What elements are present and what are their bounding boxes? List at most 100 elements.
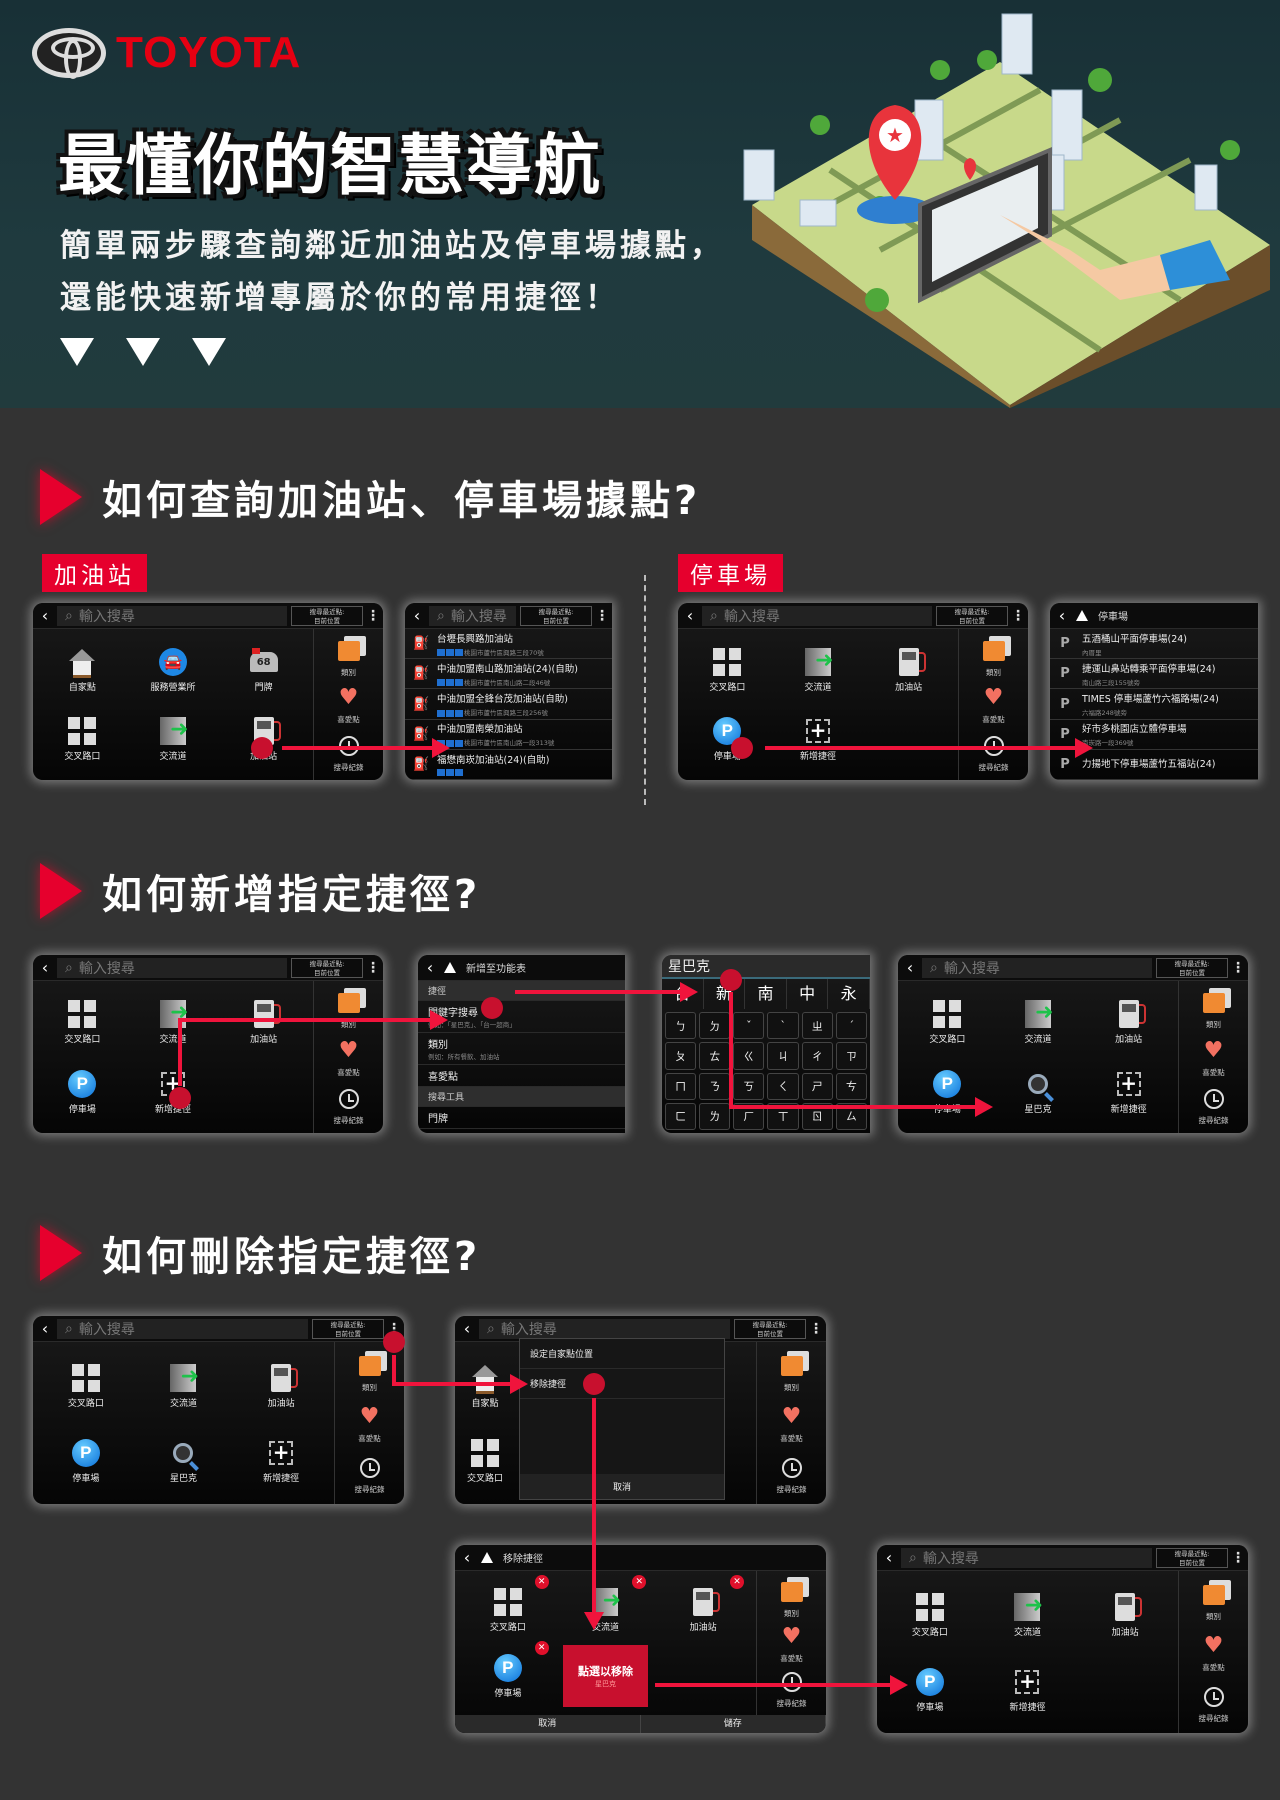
keyboard-key[interactable]: ㄋ <box>699 1072 731 1100</box>
keyboard-key[interactable]: ㄐ <box>767 1042 799 1070</box>
side-item-history[interactable]: 搜尋紀錄 <box>777 1453 807 1495</box>
shortcut-cross[interactable]: ✕交叉路口 <box>459 1575 557 1643</box>
remove-badge-icon[interactable]: ✕ <box>632 1575 647 1589</box>
keyboard-key[interactable]: ㄓ <box>801 1012 833 1040</box>
keyboard-key[interactable]: ㄊ <box>699 1042 731 1070</box>
keyboard-key[interactable]: ㄙ <box>835 1102 867 1130</box>
side-item-category[interactable]: 類別 <box>777 1351 807 1393</box>
shortcut-gas[interactable]: 加油站 <box>863 635 954 705</box>
search-near-button[interactable]: 搜尋最近點:目前位置 <box>734 1318 806 1339</box>
result-item[interactable]: ⛽台壢長興路加油站桃園市蘆竹區興路三段70號 <box>405 629 612 660</box>
search-near-button[interactable]: 搜尋最近點:目前位置 <box>291 605 363 626</box>
shortcut-cross[interactable]: 交叉路口 <box>881 1577 979 1652</box>
side-item-favorites[interactable]: ♥喜愛點 <box>979 683 1009 725</box>
back-button[interactable]: ‹ <box>41 1319 49 1338</box>
keyboard-key[interactable]: ㄌ <box>699 1102 731 1130</box>
search-input[interactable]: ⌕輸入搜尋 <box>429 605 516 626</box>
side-item-history[interactable]: 搜尋紀錄 <box>777 1667 807 1709</box>
shortcut-search[interactable]: 星巴克 <box>993 1057 1084 1127</box>
dialog-option[interactable]: 設定自家點位置 <box>520 1339 724 1369</box>
back-button[interactable]: ‹ <box>426 958 434 977</box>
shortcut-gas[interactable]: 加油站 <box>232 1348 330 1423</box>
shortcut-gas[interactable]: 加油站 <box>1076 1577 1174 1652</box>
shortcut-interchange[interactable]: 交流道 <box>993 987 1084 1057</box>
more-menu-button[interactable]: ⋮ <box>809 1320 823 1337</box>
keyboard-key[interactable]: ㄘ <box>835 1072 867 1100</box>
candidate-char[interactable]: 南 <box>745 979 787 1009</box>
side-item-favorites[interactable]: ♥喜愛點 <box>1199 1036 1229 1078</box>
candidate-char[interactable]: 新 <box>704 979 746 1009</box>
shortcut-cross[interactable]: 交叉路口 <box>682 635 773 705</box>
candidate-char[interactable]: 中 <box>787 979 829 1009</box>
shortcut-plus[interactable]: +新增捷徑 <box>128 1057 219 1127</box>
shortcut-gas[interactable]: 加油站 <box>218 987 309 1057</box>
shortcut-plus[interactable]: +新增捷徑 <box>773 705 864 775</box>
shortcut-cross[interactable]: 交叉路口 <box>37 705 128 775</box>
keyboard-key[interactable]: ㄎ <box>733 1072 765 1100</box>
remove-badge-icon[interactable]: ✕ <box>729 1575 744 1589</box>
side-item-category[interactable]: 類別 <box>355 1351 385 1393</box>
keyword-input[interactable]: 星巴克 <box>662 955 870 979</box>
side-item-category[interactable]: 類別 <box>979 636 1009 678</box>
shortcut-interchange[interactable]: 交流道 <box>135 1348 233 1423</box>
keyboard-key[interactable]: ㄉ <box>699 1012 731 1040</box>
more-menu-button[interactable]: ⋮ <box>595 607 609 624</box>
shortcut-plus[interactable]: +新增捷徑 <box>1083 1057 1174 1127</box>
more-menu-button[interactable]: ⋮ <box>1011 607 1025 624</box>
back-button[interactable]: ‹ <box>463 1548 471 1567</box>
shortcut-cross[interactable]: 交叉路口 <box>37 1348 135 1423</box>
more-menu-button[interactable]: ⋮ <box>387 1320 401 1337</box>
search-input[interactable]: ⌕輸入搜尋 <box>901 1547 1152 1568</box>
keyboard-key[interactable]: ㄇ <box>665 1072 697 1100</box>
shortcut-cross[interactable]: 交叉路口 <box>37 987 128 1057</box>
shortcut-interchange[interactable]: 交流道 <box>128 987 219 1057</box>
more-menu-button[interactable]: ⋮ <box>366 959 380 976</box>
keyboard-key[interactable]: ㄏ <box>733 1102 765 1130</box>
shortcut-plus[interactable]: +新增捷徑 <box>979 1652 1077 1727</box>
search-input[interactable]: ⌕輸入搜尋 <box>57 957 287 978</box>
more-menu-button[interactable]: ⋮ <box>1231 1549 1245 1566</box>
search-input[interactable]: ⌕輸入搜尋 <box>702 605 932 626</box>
search-near-button[interactable]: 搜尋最近點:目前位置 <box>312 1318 384 1339</box>
side-item-category[interactable]: 類別 <box>334 988 364 1030</box>
side-item-history[interactable]: 搜尋紀錄 <box>1199 1682 1229 1724</box>
back-button[interactable]: ‹ <box>906 958 914 977</box>
keyboard-key[interactable]: ㄕ <box>801 1072 833 1100</box>
search-near-button[interactable]: 搜尋最近點:目前位置 <box>936 605 1008 626</box>
cancel-button[interactable]: 取消 <box>455 1715 641 1733</box>
side-item-favorites[interactable]: ♥喜愛點 <box>355 1402 385 1444</box>
shortcut-interchange[interactable]: 交流道 <box>979 1577 1077 1652</box>
more-menu-button[interactable]: ⋮ <box>1231 959 1245 976</box>
keyboard-key[interactable]: ㄒ <box>767 1102 799 1130</box>
keyboard-key[interactable]: ㄈ <box>665 1102 697 1130</box>
back-button[interactable]: ‹ <box>41 606 49 625</box>
shortcut-interchange[interactable]: ✕交流道 <box>557 1575 655 1643</box>
keyboard-key[interactable]: ㄆ <box>665 1042 697 1070</box>
search-input[interactable]: ⌕輸入搜尋 <box>922 957 1152 978</box>
keyboard-key[interactable]: ㄗ <box>835 1042 867 1070</box>
result-item[interactable]: ⛽福懋南崁加油站(24)(自助) <box>405 750 612 780</box>
menu-option[interactable]: 關鍵字搜尋例如：「星巴克」、「台一超商」 <box>418 1001 625 1033</box>
search-near-button[interactable]: 搜尋最近點:目前位置 <box>291 957 363 978</box>
side-item-favorites[interactable]: ♥喜愛點 <box>1199 1631 1229 1673</box>
remove-badge-icon[interactable]: ✕ <box>534 1575 549 1589</box>
shortcut-gas[interactable]: ✕加油站 <box>654 1575 752 1643</box>
menu-option[interactable]: 喜愛點 <box>418 1065 625 1087</box>
side-item-favorites[interactable]: ♥喜愛點 <box>334 683 364 725</box>
side-item-category[interactable]: 類別 <box>777 1577 807 1619</box>
shortcut-service[interactable]: 🚘服務營業所 <box>128 635 219 705</box>
search-input[interactable]: ⌕輸入搜尋 <box>479 1318 730 1339</box>
shortcut-interchange[interactable]: 交流道 <box>773 635 864 705</box>
side-item-category[interactable]: 類別 <box>1199 988 1229 1030</box>
side-item-history[interactable]: 搜尋紀錄 <box>334 1084 364 1126</box>
keyboard-key[interactable]: ㄍ <box>733 1042 765 1070</box>
shortcut-gas[interactable]: 加油站 <box>218 705 309 775</box>
